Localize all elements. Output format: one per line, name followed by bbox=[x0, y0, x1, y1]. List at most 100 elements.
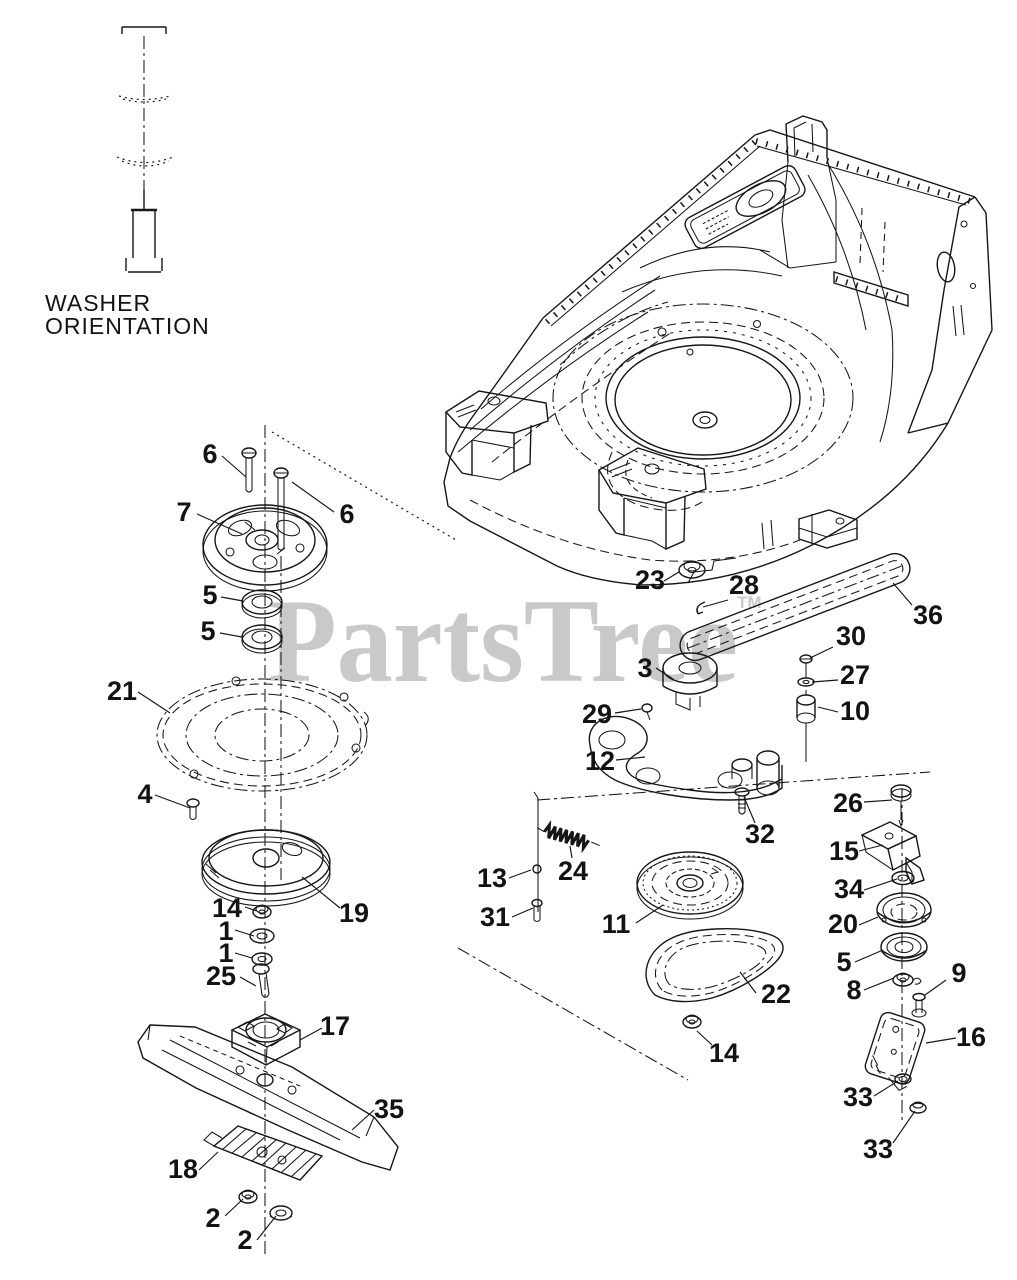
part-callout-25: 25 bbox=[206, 961, 236, 991]
part-callout-33: 33 bbox=[843, 1082, 873, 1112]
leader-line-34 bbox=[863, 878, 898, 891]
leader-line-21 bbox=[137, 691, 171, 714]
part-30-bolt bbox=[799, 654, 813, 678]
washer-orientation-inset: WASHER ORIENTATION bbox=[45, 26, 209, 339]
leader-line-10 bbox=[817, 706, 839, 713]
part-callout-26: 26 bbox=[833, 788, 863, 818]
mower-deck-drawing bbox=[443, 115, 993, 586]
brand-plaque bbox=[684, 165, 806, 249]
part-callout-27: 27 bbox=[840, 660, 870, 690]
part-callout-1: 1 bbox=[218, 938, 233, 968]
leader-line-36 bbox=[892, 582, 913, 606]
leader-line-33 bbox=[873, 1080, 899, 1097]
leader-line-4 bbox=[154, 794, 191, 809]
part-callout-5: 5 bbox=[200, 616, 215, 646]
leader-line-2 bbox=[256, 1215, 277, 1241]
part-5-bearing-right bbox=[880, 932, 928, 962]
part-5-bearing-a bbox=[241, 589, 283, 619]
part-15-bracket bbox=[860, 821, 925, 885]
watermark-text: PartsTree bbox=[268, 574, 738, 707]
part-16-bracket bbox=[864, 1011, 926, 1092]
inset-title-line1: WASHER bbox=[45, 290, 151, 316]
leader-line-23 bbox=[663, 571, 680, 582]
part-34-washer bbox=[891, 870, 915, 886]
leader-line-16 bbox=[925, 1037, 957, 1044]
part-19-disc bbox=[201, 829, 331, 907]
part-callout-16: 16 bbox=[956, 1022, 986, 1052]
leader-line-27 bbox=[811, 679, 839, 683]
part-2-nut-a bbox=[238, 1189, 258, 1204]
part-callout-6: 6 bbox=[339, 499, 354, 529]
part-22-belt bbox=[645, 928, 784, 1003]
part-callout-11: 11 bbox=[602, 909, 631, 939]
part-32-bolt bbox=[734, 787, 750, 815]
leader-line-17 bbox=[299, 1027, 323, 1041]
part-callout-6: 6 bbox=[202, 439, 217, 469]
leader-line-19 bbox=[301, 876, 341, 909]
part-callout-30: 30 bbox=[836, 621, 866, 651]
watermark: PartsTree TM bbox=[268, 574, 762, 707]
part-callout-9: 9 bbox=[951, 958, 966, 988]
part-callout-33: 33 bbox=[863, 1134, 893, 1164]
part-callout-34: 34 bbox=[834, 874, 864, 904]
leader-line-28 bbox=[702, 599, 729, 608]
part-10-spacer bbox=[796, 690, 816, 762]
part-callout-21: 21 bbox=[107, 676, 137, 706]
leader-line-30 bbox=[809, 646, 834, 659]
leader-line-33 bbox=[892, 1110, 916, 1144]
part-2-washer-b bbox=[269, 1205, 293, 1221]
leader-line-20 bbox=[858, 916, 879, 926]
part-callout-23: 23 bbox=[635, 565, 665, 595]
part-callout-28: 28 bbox=[729, 570, 759, 600]
part-4-bolt bbox=[186, 798, 200, 821]
leader-line-22 bbox=[739, 971, 757, 994]
part-8-nut bbox=[892, 972, 914, 987]
part-9-bolt bbox=[911, 977, 927, 1018]
part-callout-14: 14 bbox=[709, 1038, 739, 1068]
leader-line-11 bbox=[635, 904, 664, 924]
part-33-nut-a bbox=[894, 1073, 912, 1085]
part-7-pulley bbox=[202, 504, 328, 592]
part-callout-4: 4 bbox=[137, 779, 152, 809]
leader-line-15 bbox=[858, 844, 884, 852]
part-27-washer bbox=[797, 677, 815, 687]
leader-line-12 bbox=[615, 756, 646, 761]
leader-line-31 bbox=[511, 907, 534, 918]
part-callout-31: 31 bbox=[480, 902, 510, 932]
part-14-nut-middle bbox=[682, 1014, 702, 1029]
part-21-cover-disc bbox=[156, 676, 369, 792]
part-1-washer-b bbox=[251, 952, 273, 966]
part-17-blade-adapter bbox=[230, 1013, 302, 1066]
part-callout-24: 24 bbox=[558, 856, 588, 886]
part-callout-1: 1 bbox=[218, 916, 233, 946]
part-callout-2: 2 bbox=[205, 1203, 220, 1233]
leader-line-5 bbox=[219, 632, 243, 638]
leader-line-26 bbox=[863, 799, 893, 803]
part-callout-8: 8 bbox=[846, 975, 861, 1005]
part-14-nut-left bbox=[252, 904, 272, 919]
leader-line-1 bbox=[234, 929, 255, 937]
part-1-washer-a bbox=[249, 928, 275, 944]
leader-line-9 bbox=[924, 979, 947, 996]
part-callout-32: 32 bbox=[745, 819, 775, 849]
part-callout-36: 36 bbox=[913, 600, 943, 630]
leader-line-13 bbox=[508, 869, 532, 879]
part-callout-13: 13 bbox=[477, 863, 507, 893]
part-callout-3: 3 bbox=[637, 653, 652, 683]
leader-line-3 bbox=[655, 667, 674, 680]
part-callout-2: 2 bbox=[237, 1225, 252, 1255]
leader-line-8 bbox=[863, 977, 895, 991]
part-36-belt bbox=[679, 552, 911, 662]
part-28-clip bbox=[696, 601, 706, 615]
part-29-screw bbox=[641, 703, 653, 721]
part-20-bearing-housing bbox=[876, 892, 932, 928]
part-24-spring bbox=[536, 820, 600, 854]
part-33-nut-b bbox=[909, 1101, 927, 1114]
part-callout-29: 29 bbox=[582, 699, 612, 729]
part-35-blade bbox=[137, 1024, 399, 1171]
part-13-rod bbox=[532, 791, 542, 912]
leader-line-14 bbox=[696, 1030, 713, 1046]
